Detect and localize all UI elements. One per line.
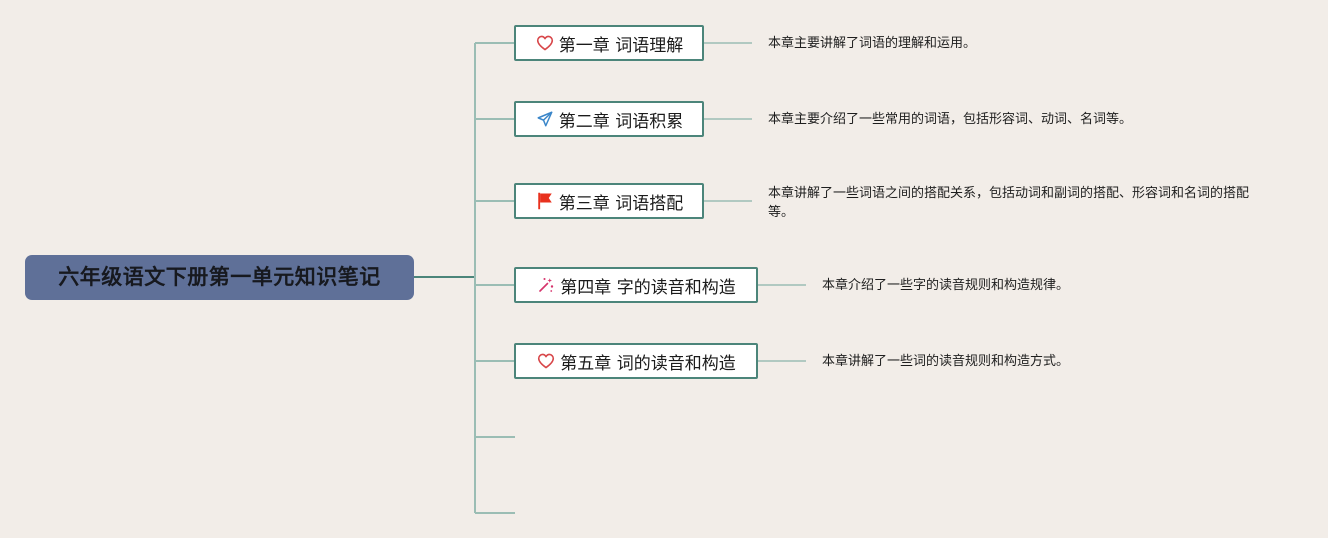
chapter-label-1: 第一章 词语理解 [558, 35, 684, 56]
chapter-label-4: 第四章 字的读音和构造 [560, 277, 736, 298]
central-topic[interactable]: 六年级语文下册第一单元知识笔记 [25, 255, 414, 300]
chapter-description-4: 本章介绍了一些字的读音规则和构造规律。 [822, 278, 1070, 293]
flag-icon [535, 191, 555, 211]
heart-icon [535, 33, 555, 53]
chapter-description-3: 本章讲解了一些词语之间的搭配关系，包括动词和副词的搭配、形容词和名词的搭配等。 [768, 186, 1250, 220]
heart-icon [536, 351, 556, 371]
chapter-node-4[interactable]: 第四章 字的读音和构造 [514, 267, 758, 303]
chapter-node-1[interactable]: 第一章 词语理解 [514, 25, 704, 61]
chapter-description-1: 本章主要讲解了词语的理解和运用。 [768, 36, 977, 51]
chapter-label-3: 第三章 词语搭配 [558, 193, 684, 214]
sparkle-icon [536, 275, 556, 295]
chapter-description-2: 本章主要介绍了一些常用的词语，包括形容词、动词、名词等。 [768, 112, 1133, 127]
chapter-label-5: 第五章 词的读音和构造 [560, 353, 736, 374]
chapter-node-5[interactable]: 第五章 词的读音和构造 [514, 343, 758, 379]
chapter-description-5: 本章讲解了一些词的读音规则和构造方式。 [822, 354, 1070, 369]
chapter-node-3[interactable]: 第三章 词语搭配 [514, 183, 704, 219]
paper-plane-icon [535, 109, 555, 129]
chapter-node-2[interactable]: 第二章 词语积累 [514, 101, 704, 137]
chapter-label-2: 第二章 词语积累 [558, 111, 684, 132]
